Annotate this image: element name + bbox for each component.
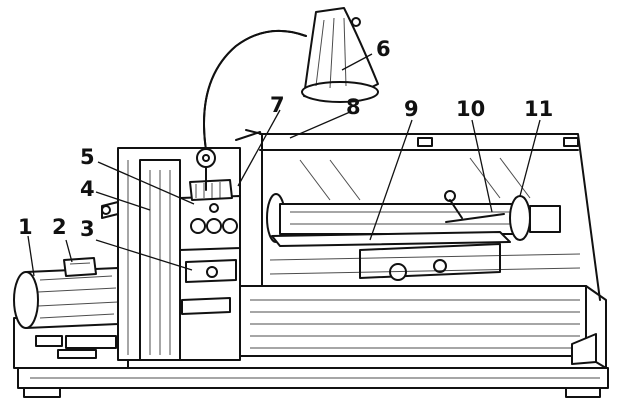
base-platform <box>17 367 609 398</box>
gearbox <box>179 179 241 315</box>
label-4: 4 <box>80 177 95 201</box>
label-11: 11 <box>524 97 553 121</box>
label-2: 2 <box>52 215 67 239</box>
motor-stand <box>13 317 129 369</box>
label-9: 9 <box>404 97 419 121</box>
label-7: 7 <box>270 93 285 117</box>
label-5: 5 <box>80 145 95 169</box>
protective-cover <box>235 129 601 301</box>
lamp-icon <box>196 7 379 191</box>
leader-lines <box>27 53 541 277</box>
lathe-machine-icon <box>266 190 581 281</box>
electric-motor-icon <box>13 257 128 329</box>
label-6: 6 <box>376 37 391 61</box>
label-8: 8 <box>346 95 361 119</box>
label-1: 1 <box>18 215 33 239</box>
label-3: 3 <box>80 217 95 241</box>
part-labels: 1 2 3 4 5 6 7 8 9 10 11 <box>18 37 553 241</box>
label-10: 10 <box>456 97 485 121</box>
lathe-bed <box>239 285 607 369</box>
